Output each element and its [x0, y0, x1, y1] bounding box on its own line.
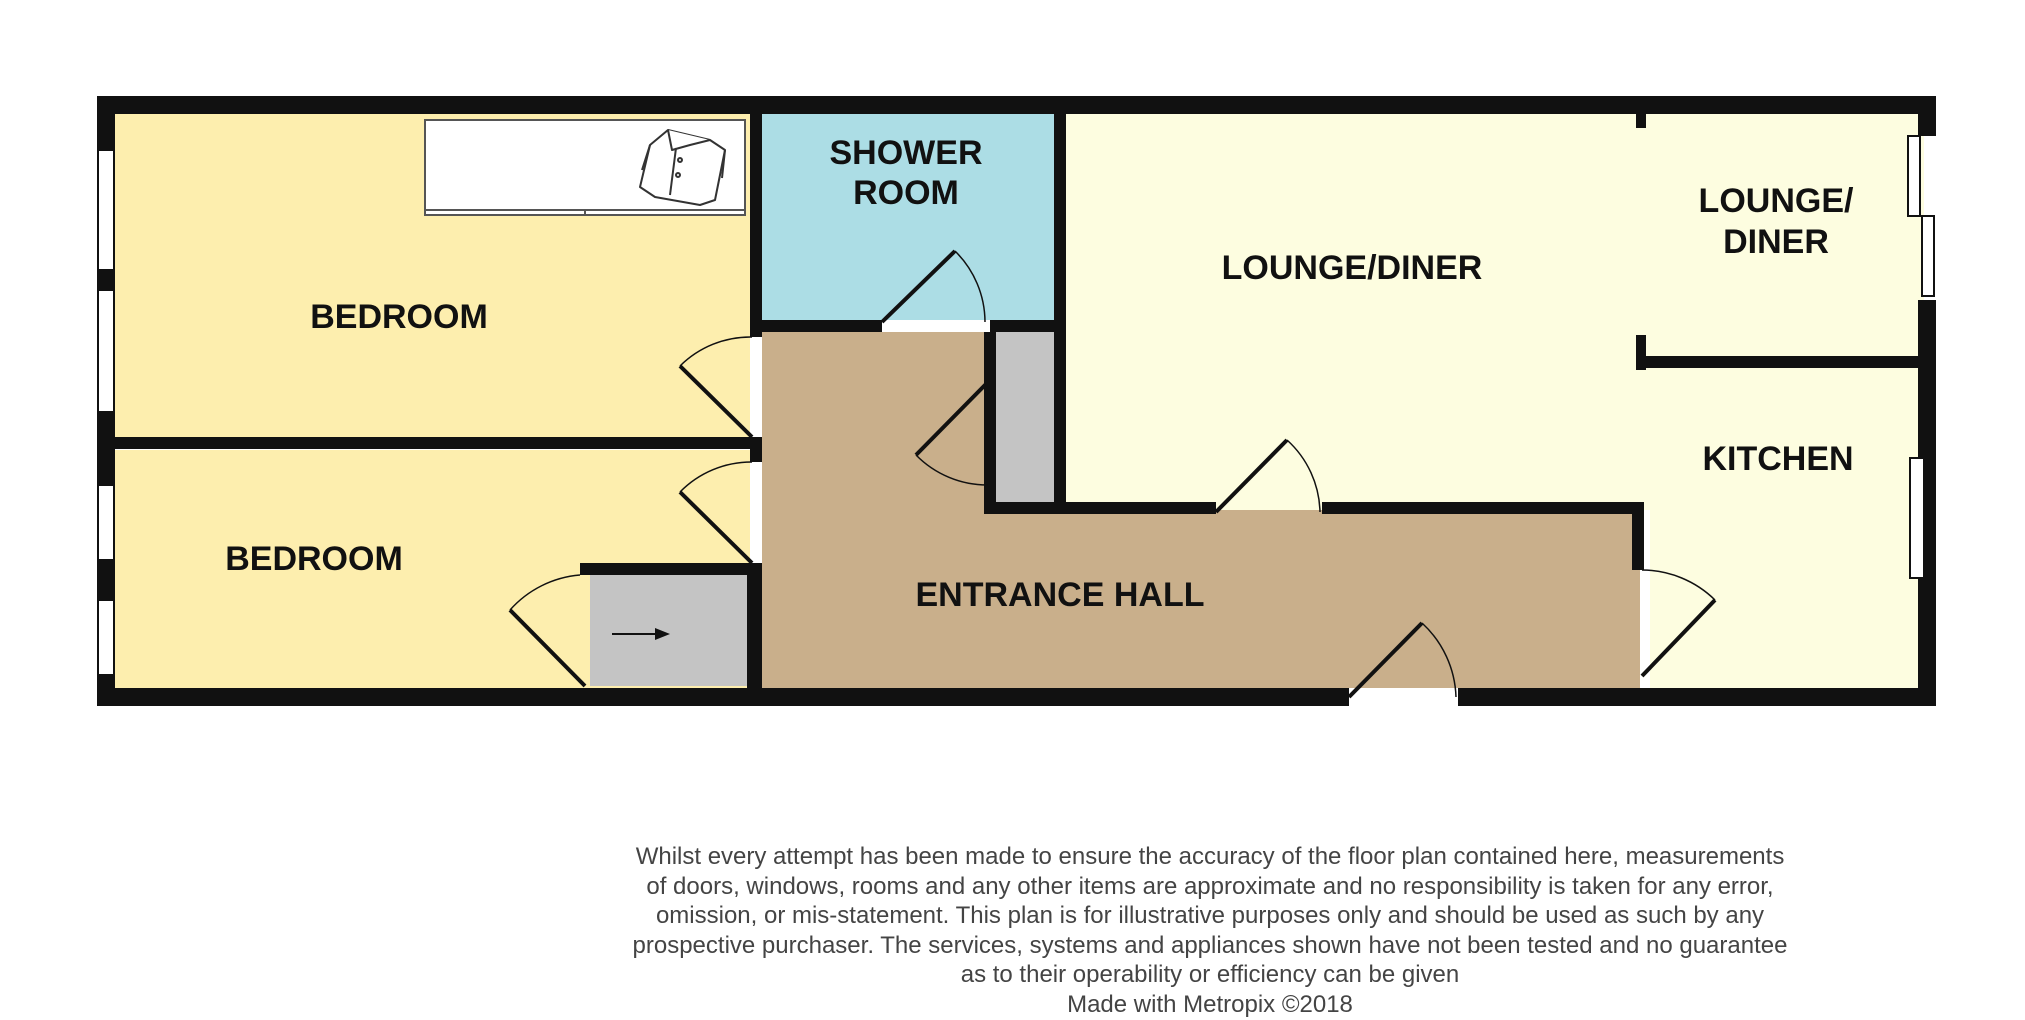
- door-hall-cupboard: [914, 380, 990, 457]
- interior-walls: [112, 112, 1926, 688]
- lounge-diner-label: LOUNGE/DINER: [1222, 249, 1483, 287]
- bedroom-cupboard: [590, 575, 747, 686]
- kitchen-area: [1650, 368, 1924, 688]
- door-shower: [880, 249, 957, 324]
- bedroom-2-label: BEDROOM: [225, 540, 403, 578]
- lounge-diner-side-label-line2: DINER: [1723, 223, 1829, 261]
- entrance-hall-label: ENTRANCE HALL: [916, 576, 1205, 614]
- shirt-icon: [639, 129, 726, 206]
- door-bedroom-2: [678, 490, 754, 565]
- bedroom-1-label: BEDROOM: [310, 298, 488, 336]
- shower-room-area: [762, 112, 1054, 320]
- doors: [508, 249, 1717, 699]
- arrow-right-icon: [612, 628, 670, 640]
- door-lounge: [1214, 438, 1289, 514]
- disclaimer-line: as to their operability or efficiency ca…: [960, 961, 1460, 988]
- disclaimer-text: Whilst every attempt has been made to en…: [560, 842, 1860, 1019]
- disclaimer-line: prospective purchaser. The services, sys…: [632, 931, 1788, 959]
- disclaimer-line: Whilst every attempt has been made to en…: [635, 843, 1785, 870]
- shower-room-label-line1: SHOWER: [830, 134, 983, 172]
- outer-walls: [97, 96, 1936, 706]
- shower-room-label-line2: ROOM: [853, 174, 959, 212]
- door-kitchen: [1640, 598, 1717, 678]
- disclaimer-line: of doors, windows, rooms and any other i…: [646, 872, 1774, 900]
- door-cupboard-bedroom: [508, 608, 587, 688]
- windows: [97, 135, 1935, 676]
- disclaimer-line: omission, or mis-statement. This plan is…: [655, 902, 1765, 929]
- door-bedroom-1: [678, 364, 754, 439]
- credit-line: Made with Metropix ©2018: [1067, 990, 1353, 1018]
- hall-cupboard: [996, 332, 1054, 507]
- kitchen-label: KITCHEN: [1702, 440, 1853, 478]
- door-entrance: [1347, 621, 1424, 699]
- lounge-diner-side-label-line1: LOUNGE/: [1699, 182, 1854, 220]
